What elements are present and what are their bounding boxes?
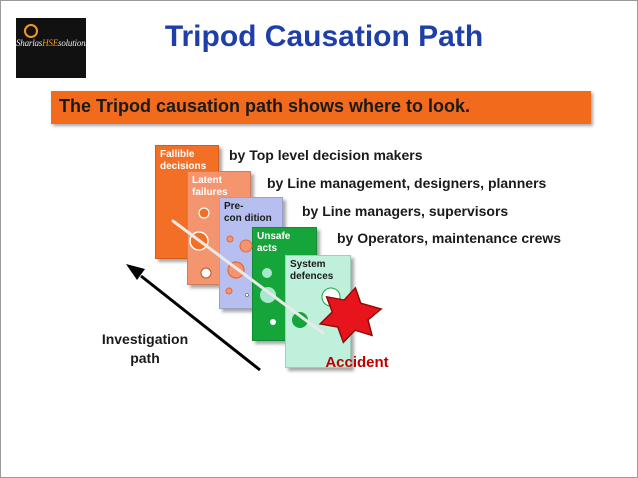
layer-label: System defences [290,259,334,282]
description-line-management: by Line management, designers, planners [267,175,547,191]
layer-label: Latent failures [192,175,228,198]
banner-text: The Tripod causation path shows where to… [59,96,471,116]
layer-label: Unsafe acts [257,231,291,254]
accident-star-icon [318,286,383,344]
investigation-path-label: Investigation path [101,331,189,366]
description-operators: by Operators, maintenance crews [337,230,562,246]
investigation-arrow-icon [126,264,261,372]
slide-title: Tripod Causation Path [164,20,484,53]
logo-text: SharlasHSEsolutions [16,38,86,48]
trajectory-line [171,219,325,335]
company-logo: SharlasHSEsolutions [16,18,86,78]
description-line-managers: by Line managers, supervisors [302,203,509,219]
layer-holes [189,207,341,328]
logo-mark-icon [24,24,38,38]
layer-label: Fallible decisions [160,149,207,172]
description-decision-makers: by Top level decision makers [229,147,423,163]
layer-label: Pre- con dition [224,201,272,224]
banner: The Tripod causation path shows where to… [51,91,591,124]
accident-label: Accident [325,354,389,371]
